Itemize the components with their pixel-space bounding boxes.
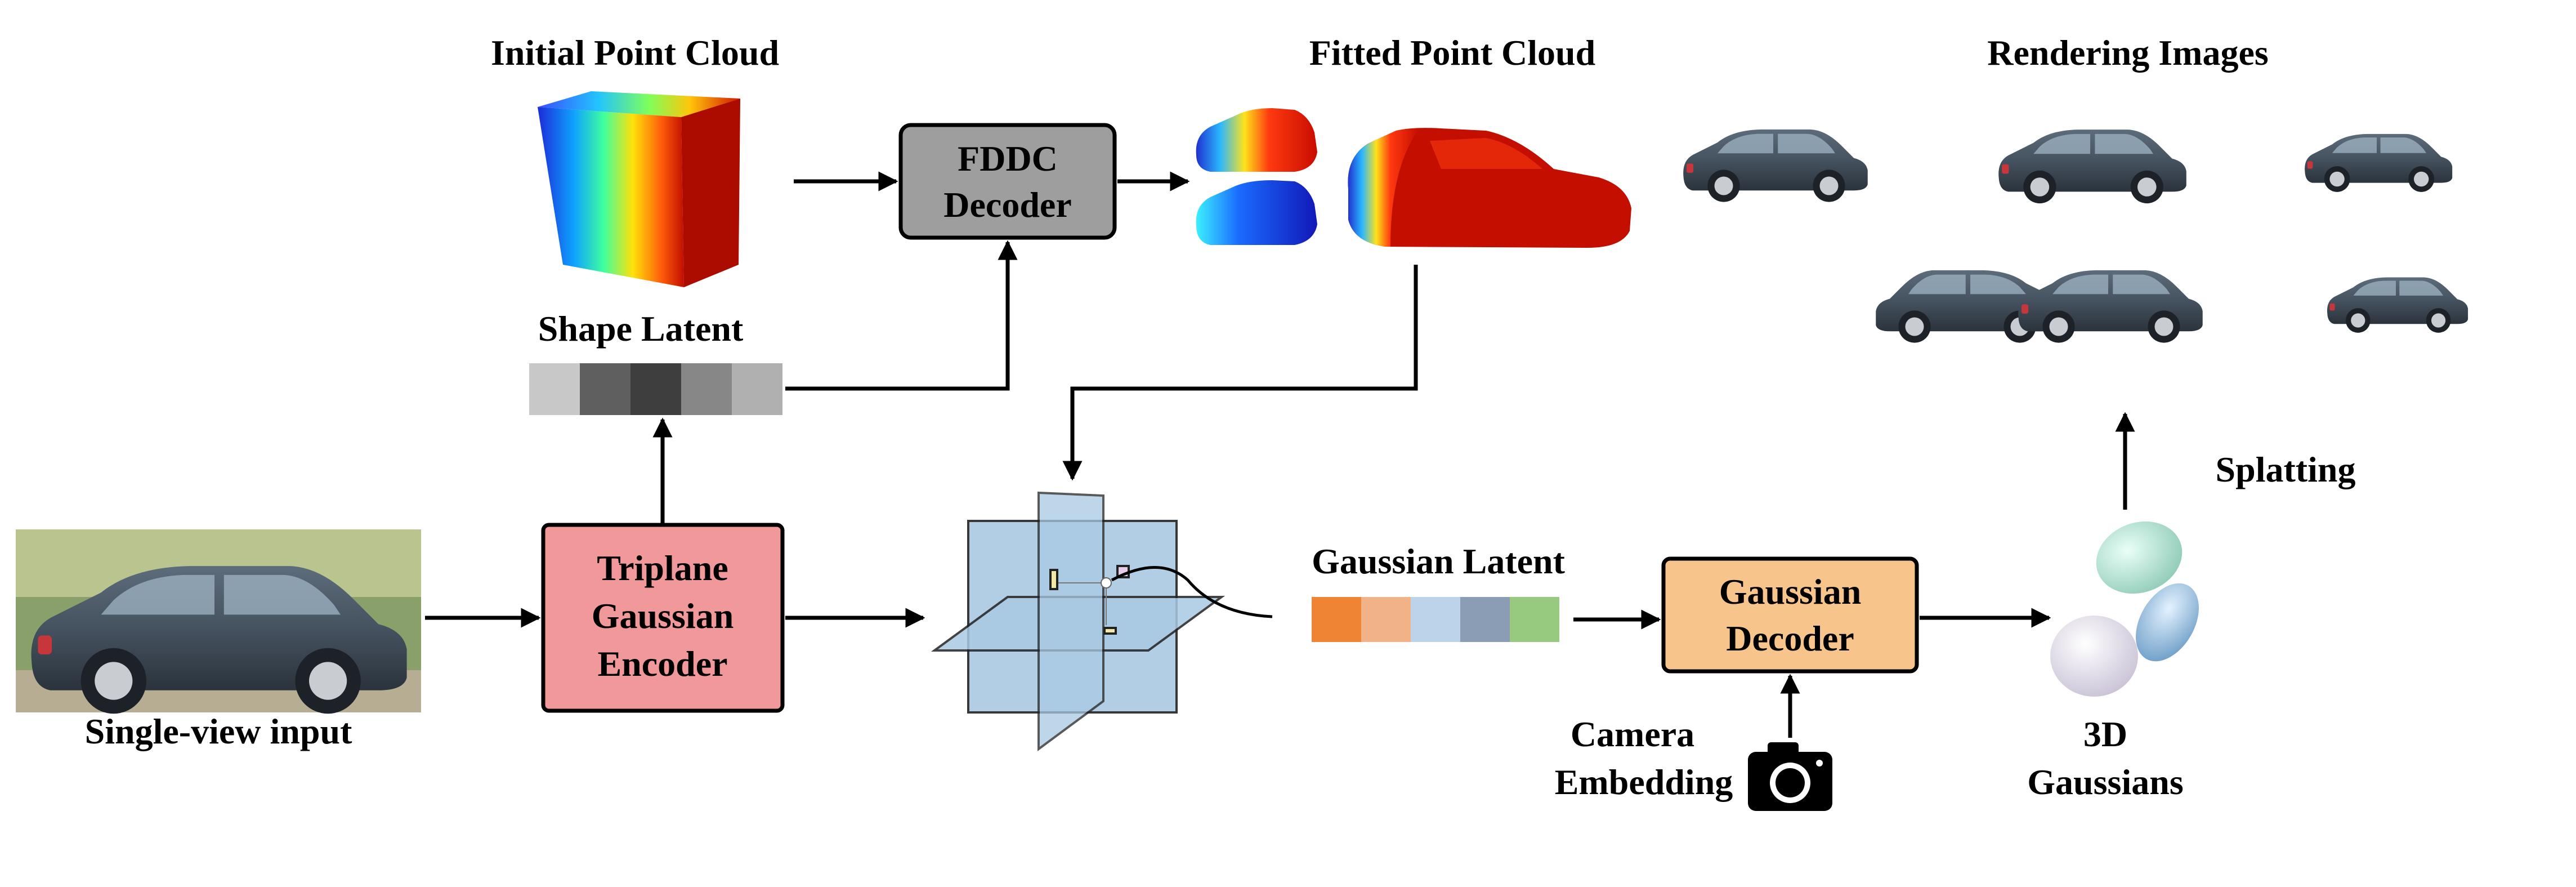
car-render	[2305, 133, 2453, 192]
car-render-grid	[1683, 129, 2468, 343]
fddc-decoder-line2: Decoder	[943, 185, 1071, 225]
arrow-fitted-to-triplane	[1062, 265, 1418, 481]
cube-pointcloud	[538, 91, 740, 287]
gaussian-decoder-box: Gaussian Decoder	[1661, 556, 1919, 674]
car-render	[1998, 130, 2186, 204]
triplane-to-latent-curve	[1111, 566, 1273, 618]
triplane-illustration	[931, 491, 1226, 751]
shape-latent-cell	[529, 363, 580, 415]
car-render	[2327, 277, 2468, 333]
gaussian-decoder-line1: Gaussian	[1719, 572, 1862, 612]
shape-latent-cell	[732, 363, 782, 415]
car-render	[1683, 129, 1868, 202]
splatting-label: Splatting	[2216, 449, 2356, 489]
triplane-line3: Encoder	[597, 644, 727, 684]
gaussian-latent-cell	[1510, 597, 1559, 642]
triplane-line2: Gaussian	[592, 596, 734, 636]
gaussian-blobs	[2050, 521, 2199, 697]
arrow-shape-latent-to-fddc	[785, 240, 1018, 391]
camera-embedding-line1: Camera	[1571, 714, 1694, 754]
shape-latent-label: Shape Latent	[538, 309, 744, 349]
shape-latent-cell	[681, 363, 732, 415]
camera-embedding-line2: Embedding	[1555, 762, 1733, 802]
car-pointcloud-small-bottom	[1196, 180, 1317, 245]
gaussian-latent-cell	[1411, 597, 1460, 642]
gaussian-latent-cell	[1312, 597, 1361, 642]
shape-latent-cell	[580, 363, 630, 415]
car-pointcloud-small-top	[1196, 108, 1317, 172]
fitted-point-cloud-title: Fitted Point Cloud	[1309, 33, 1595, 73]
car-photo	[16, 529, 421, 714]
fddc-decoder-box: FDDC Decoder	[898, 123, 1117, 240]
triplane-gaussian-encoder-box: Triplane Gaussian Encoder	[541, 523, 785, 713]
gaussian-latent-cell	[1361, 597, 1411, 642]
shape-latent-cell	[630, 363, 681, 415]
gaussian-decoder-line2: Decoder	[1726, 618, 1854, 658]
car-pointcloud-large	[1348, 128, 1631, 248]
gaussians-line2: Gaussians	[2027, 762, 2183, 802]
fddc-decoder-line1: FDDC	[958, 139, 1058, 179]
initial-point-cloud-title: Initial Point Cloud	[491, 33, 779, 73]
gaussian-latent-label: Gaussian Latent	[1312, 541, 1566, 581]
shape-latent-vector	[529, 363, 782, 415]
gaussians-line1: 3D	[2083, 714, 2127, 754]
gaussian-latent-vector	[1312, 597, 1559, 642]
single-view-input-label: Single-view input	[85, 711, 352, 751]
camera-icon	[1748, 742, 1832, 811]
flow-arrows	[425, 171, 2135, 738]
triplane-line1: Triplane	[597, 548, 728, 588]
rendering-images-title: Rendering Images	[1987, 33, 2269, 73]
gaussian-latent-cell	[1460, 597, 1510, 642]
car-render	[2018, 270, 2203, 343]
